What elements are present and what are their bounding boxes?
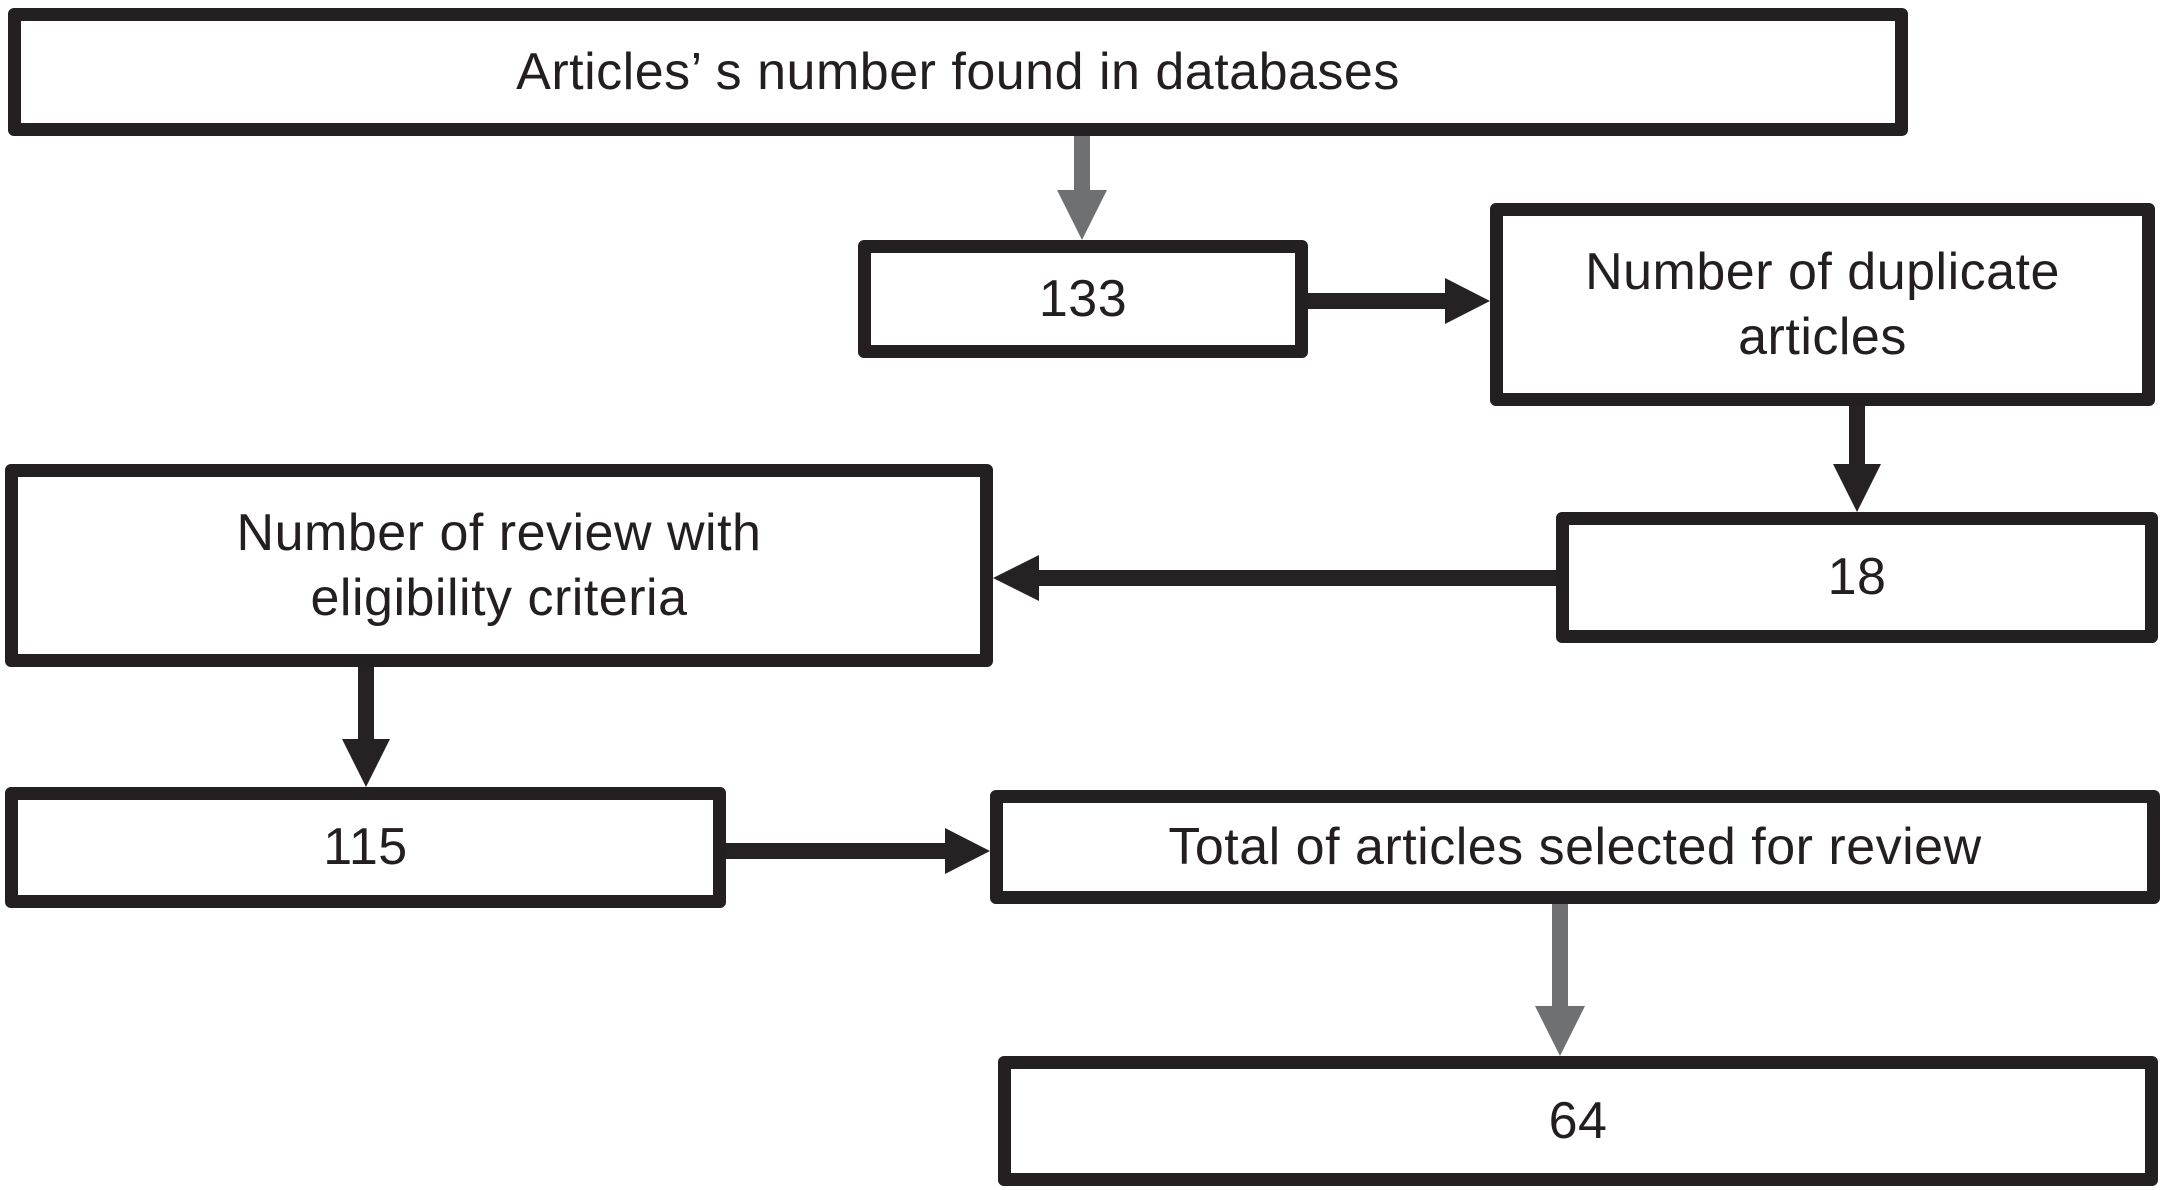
node-review-eligibility-label: Number of review with eligibility criter… (236, 503, 762, 627)
node-count-64: 64 (998, 1056, 2158, 1186)
node-count-18: 18 (1556, 512, 2158, 643)
node-count-115: 115 (5, 787, 726, 908)
arrow-eligibility-to-115-icon (342, 667, 390, 787)
node-duplicate-articles-label: Number of duplicate articles (1585, 242, 2060, 366)
node-count-133-label: 133 (1038, 269, 1128, 328)
arrow-duplicates-to-18-icon (1833, 406, 1881, 512)
node-count-64-label: 64 (1548, 1091, 1608, 1150)
arrow-selected-to-64-icon (1535, 904, 1585, 1056)
arrow-found-to-133-icon (1057, 136, 1107, 240)
node-articles-found-label: Articles’ s number found in databases (516, 42, 1400, 101)
node-count-115-label: 115 (323, 818, 408, 876)
node-count-133: 133 (858, 240, 1308, 358)
node-articles-found: Articles’ s number found in databases (8, 8, 1908, 136)
node-count-18-label: 18 (1827, 548, 1887, 606)
arrow-18-to-eligibility-icon (993, 555, 1556, 601)
node-total-selected-label: Total of articles selected for review (1168, 817, 1982, 876)
node-review-eligibility: Number of review with eligibility criter… (5, 464, 993, 667)
node-total-selected: Total of articles selected for review (990, 790, 2160, 904)
arrow-133-to-duplicates-icon (1308, 278, 1490, 324)
node-duplicate-articles: Number of duplicate articles (1490, 203, 2155, 406)
arrow-115-to-selected-icon (726, 828, 990, 874)
